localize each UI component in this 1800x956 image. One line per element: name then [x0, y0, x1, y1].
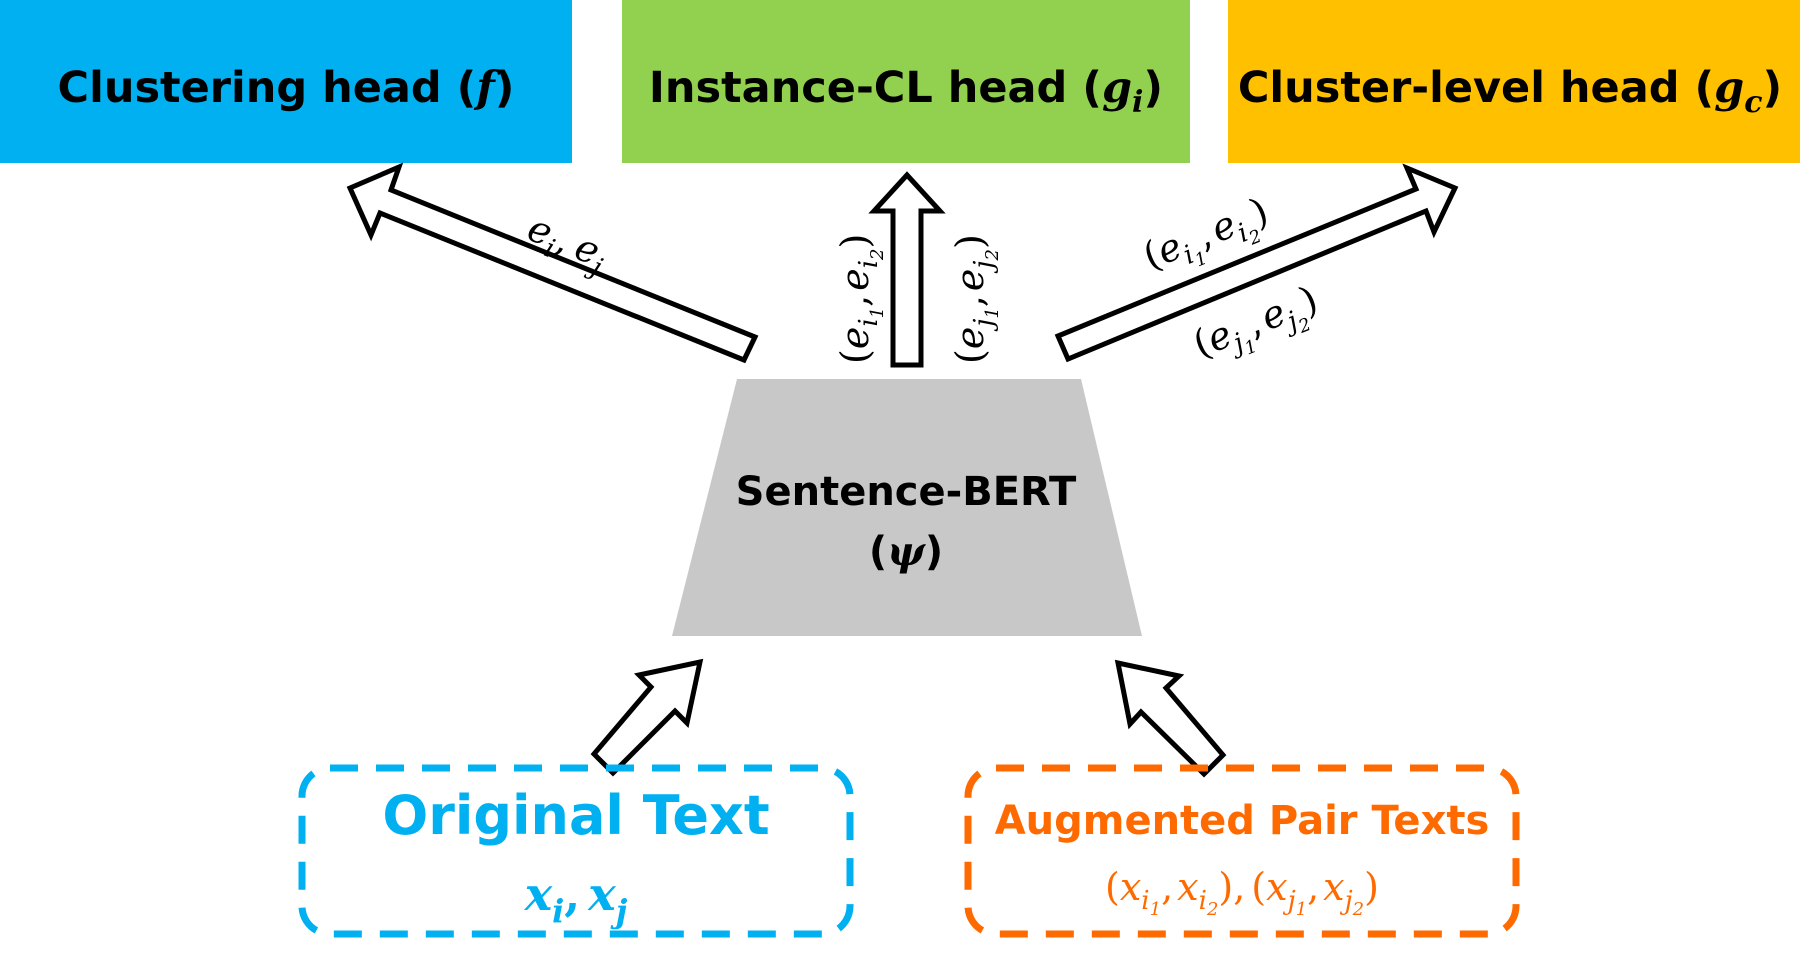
- arrow-to-clustering-head: [346, 162, 759, 364]
- label-ej1-ej2: (ej1,ej2): [948, 234, 1003, 364]
- label-ei1-ei2: (ei1,ei2): [833, 234, 888, 364]
- cluster-level-head-label: Cluster-level head (gc): [1238, 63, 1782, 120]
- augmented-texts-vars: (xi1,xi2),(xj1,xj2): [1105, 865, 1379, 920]
- original-text-vars: xi,xj: [524, 867, 628, 930]
- svg-text:(ej1,ej2): (ej1,ej2): [948, 234, 1003, 364]
- arrow-to-instance-cl-head: [868, 171, 946, 368]
- encoder-symbol: (ψ): [869, 528, 943, 575]
- clustering-head-box: Clustering head (f): [0, 0, 572, 163]
- augmented-texts-title: Augmented Pair Texts: [995, 798, 1490, 844]
- original-text-box: Original Text xi,xj: [298, 764, 854, 938]
- svg-text:(ei1,ei2): (ei1,ei2): [833, 234, 888, 364]
- arrow-to-cluster-level-head: [1054, 163, 1459, 363]
- sentence-bert-encoder: Sentence-BERT (ψ): [672, 379, 1142, 636]
- instance-cl-head-label: Instance-CL head (gi): [649, 63, 1163, 120]
- clustering-head-label: Clustering head (f): [58, 63, 515, 113]
- instance-cl-head-box: Instance-CL head (gi): [622, 0, 1190, 163]
- encoder-name: Sentence-BERT: [736, 469, 1077, 515]
- arrow-from-augmented-texts: [1114, 659, 1227, 778]
- arrow-from-original-text: [590, 658, 704, 777]
- cluster-level-head-box: Cluster-level head (gc): [1228, 0, 1800, 163]
- augmented-texts-box: Augmented Pair Texts (xi1,xi2),(xj1,xj2): [964, 764, 1520, 938]
- original-text-title: Original Text: [382, 784, 769, 847]
